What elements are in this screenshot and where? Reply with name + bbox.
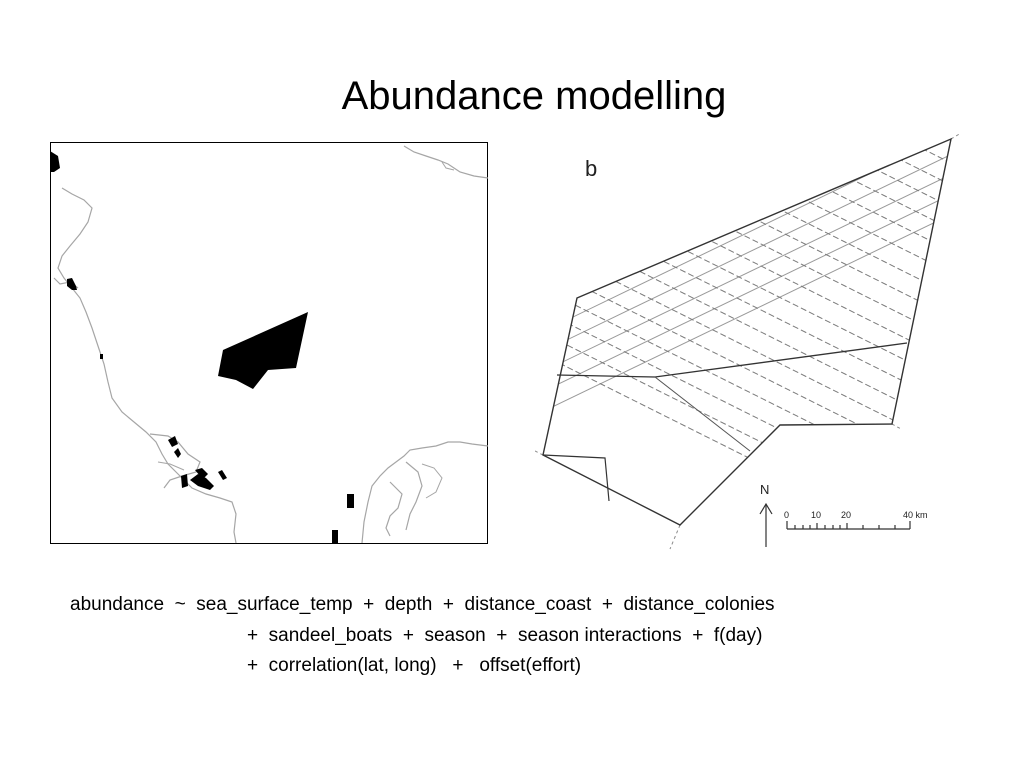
scale-label-10: 10 <box>811 510 821 520</box>
northeast-coastline <box>403 145 488 179</box>
coastline-map <box>50 142 488 544</box>
formula-line-2: + sandeel_boats + season + season intera… <box>247 625 763 646</box>
formula-line-3: + correlation(lat, long) + offset(effort… <box>247 655 582 676</box>
formula-line-1: abundance ~ sea_surface_temp + depth + d… <box>70 594 775 615</box>
estuary-area-5 <box>181 474 188 488</box>
slide-title: Abundance modelling <box>341 74 727 118</box>
estuary-area-2 <box>174 448 181 458</box>
estuary-branch <box>157 461 185 471</box>
transect-map: b N 0 10 20 40 km <box>535 132 962 550</box>
scale-bar <box>786 521 911 530</box>
scale-label-0: 0 <box>784 510 789 520</box>
estuary-area-4 <box>190 474 214 490</box>
west-coastline <box>57 187 237 544</box>
scale-label-20: 20 <box>841 510 851 520</box>
main-survey-area <box>218 312 308 389</box>
corner-area <box>50 151 60 172</box>
northeast-coastline-detail <box>441 161 455 171</box>
coastal-area-2 <box>100 354 103 359</box>
inner-boundary <box>542 454 610 502</box>
transect-extensions <box>535 132 962 550</box>
estuary-outline <box>149 433 201 489</box>
inner-diagonal <box>654 376 751 452</box>
survey-boundary <box>542 137 952 526</box>
panel-label: b <box>585 156 597 181</box>
offshore-area-2 <box>332 530 338 544</box>
southeast-islands <box>385 461 423 537</box>
transect-hatching <box>543 139 951 525</box>
southeast-bay <box>421 463 443 499</box>
north-label: N <box>760 482 769 497</box>
coastal-area-1 <box>67 278 77 290</box>
offshore-area-1 <box>347 494 354 508</box>
scale-label-40: 40 km <box>903 510 928 520</box>
model-formula: abundance ~ sea_surface_temp + depth + d… <box>70 589 970 713</box>
stratum-divider <box>556 342 908 378</box>
southeast-coastline <box>361 441 488 544</box>
estuary-area-6 <box>218 470 227 480</box>
north-arrow: N <box>759 482 773 547</box>
estuary-area-3 <box>195 468 208 478</box>
estuary-area-1 <box>168 436 178 447</box>
